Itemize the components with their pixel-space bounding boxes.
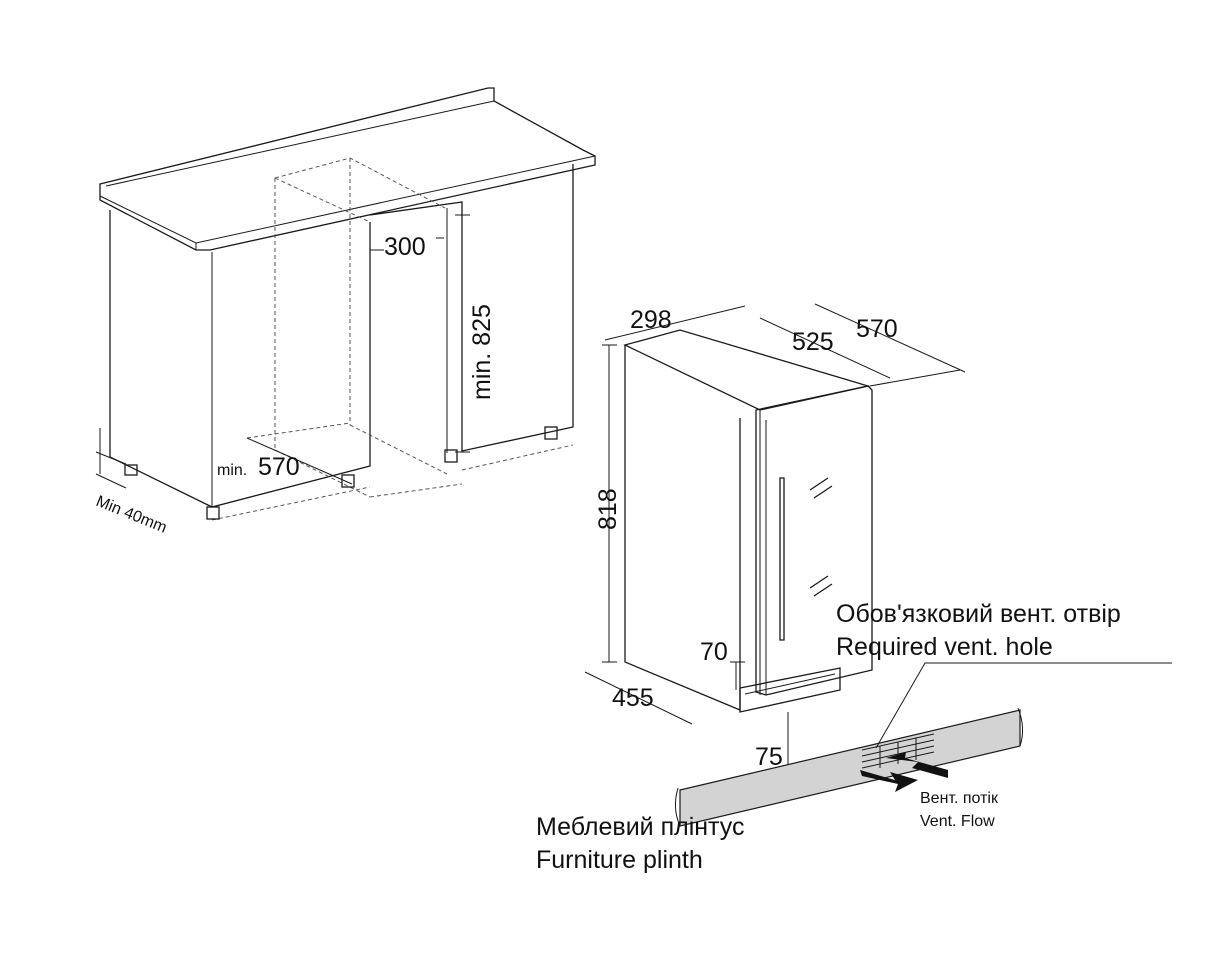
cooler-base bbox=[739, 667, 841, 713]
cabinet-feet bbox=[124, 426, 558, 520]
width-dimension: 298 bbox=[630, 306, 672, 334]
total-depth-dimension: 570 bbox=[856, 315, 898, 343]
furniture-plinth bbox=[674, 662, 1172, 827]
depth-prefix: min. bbox=[217, 462, 247, 479]
countertop bbox=[99, 87, 596, 251]
kitchen-cabinet: Min 40mm 300 min. 825 min. 570 bbox=[94, 87, 596, 537]
vent-hole-leader bbox=[875, 662, 1172, 749]
vent-hole-label-uk: Обов'язковий вент. отвір bbox=[836, 600, 1121, 628]
glass-mark-bottom bbox=[809, 575, 833, 597]
plinth-strip bbox=[679, 709, 1021, 827]
vent-height-dimension: 70 bbox=[700, 638, 728, 666]
opening-height-dimension: min. 825 bbox=[468, 304, 496, 400]
vent-flow-arrow-in bbox=[886, 752, 948, 778]
vent-flow-label-uk: Вент. потік bbox=[920, 790, 999, 807]
plinth-depth-dimension: 455 bbox=[612, 684, 654, 712]
wine-cooler: 298 525 570 818 70 455 75 bbox=[584, 303, 966, 771]
body-depth-dimension: 525 bbox=[792, 328, 834, 356]
height-dimension: 818 bbox=[594, 488, 622, 530]
glass-mark-top bbox=[809, 477, 833, 499]
depth-dimension: 570 bbox=[258, 453, 300, 481]
vent-flow-label-en: Vent. Flow bbox=[920, 813, 995, 830]
recess-dimension: 300 bbox=[384, 233, 426, 261]
vent-flow-arrow-out bbox=[860, 770, 918, 792]
recess-outline bbox=[211, 157, 574, 521]
plinth-min-label: Min 40mm bbox=[94, 493, 170, 537]
door-handle bbox=[779, 477, 785, 641]
cooler-side bbox=[624, 345, 741, 711]
plinth-label-uk: Меблевий плінтус bbox=[536, 813, 745, 841]
vent-slots bbox=[861, 733, 935, 769]
plinth-label-en: Furniture plinth bbox=[536, 846, 703, 874]
vent-hole-label-en: Required vent. hole bbox=[836, 633, 1053, 661]
